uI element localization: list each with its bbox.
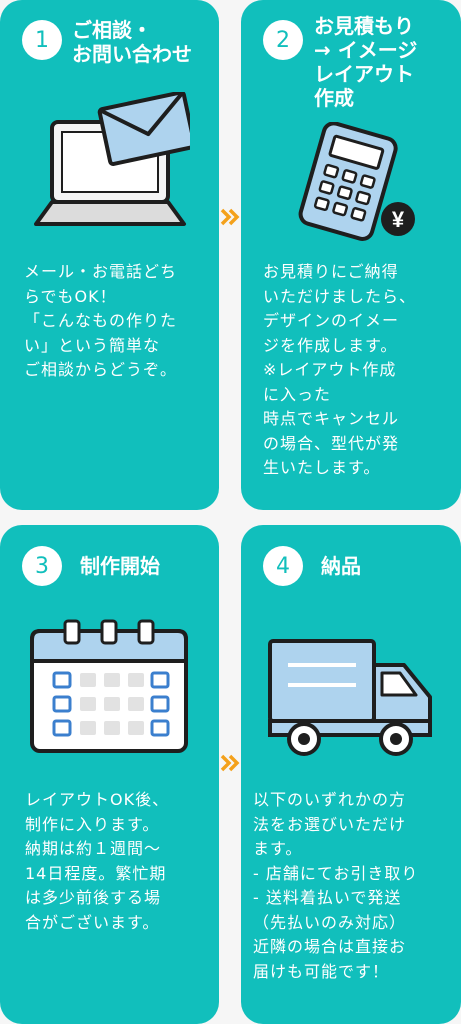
step-number-badge: 4 — [263, 546, 303, 586]
step-title: 納品 — [321, 554, 361, 578]
description-line: に入った — [263, 384, 332, 404]
description-line: いただけましたら、 — [263, 286, 417, 306]
description-line: は多少前後する場 — [25, 888, 162, 907]
description-line: レイアウトOK後、 — [25, 790, 170, 809]
description-line: ※レイアウト作成 — [263, 360, 397, 379]
description-line: デザインのイメー — [263, 311, 400, 330]
description-line: 生いたします。 — [263, 458, 381, 477]
description-line: らでもOK！ — [24, 286, 117, 306]
description-line: 制作に入ります。 — [25, 814, 160, 834]
description-line: の場合、型代が発 — [263, 433, 400, 453]
step-number-badge: 2 — [263, 20, 303, 60]
step-title-line: レイアウト — [314, 62, 414, 86]
step-title-line: 制作開始 — [80, 554, 160, 578]
description-line: 合がございます。 — [25, 912, 160, 932]
description-line: 14日程度。繁忙期 — [25, 863, 167, 883]
step-title-line: ご相談・ — [72, 18, 152, 42]
description-line: ジを作成します。 — [263, 335, 398, 355]
description-line: い」という簡単な — [24, 335, 161, 355]
step-title-line: 作成 — [314, 86, 354, 110]
description-line: 納期は約１週間〜 — [25, 839, 162, 858]
description-line: 時点でキャンセル — [263, 409, 400, 428]
description-line: お見積りにご納得 — [263, 262, 399, 281]
yen-symbol: ¥ — [392, 207, 405, 232]
calculator-icon: ¥ — [298, 122, 415, 241]
truck-icon — [268, 639, 432, 756]
step-description: レイアウトOK後、 制作に入ります。 納期は約１週間〜 14日程度。繁忙期 は多… — [25, 788, 169, 935]
step-card-2: 2 お見積もり → イメージ レイアウト 作成 ¥ お見積りにご納得 いただけま… — [241, 0, 461, 510]
step-title-line: お見積もり — [314, 14, 414, 38]
description-line: - 送料着払いで発送 — [253, 888, 402, 907]
description-line: 「こんなもの作りた — [24, 311, 178, 330]
step-title: お見積もり → イメージ レイアウト 作成 — [314, 14, 417, 110]
step-card-1: 1 ご相談・ お問い合わせ メール・お電話どち らでもOK！ 「こんなもの作りた… — [0, 0, 219, 510]
step-description: 以下のいずれかの方 法をお選びいただけ ます。 - 店舗にてお引き取り - 送料… — [253, 788, 418, 984]
description-line: 法をお選びいただけ — [253, 814, 407, 834]
step-title-line: お問い合わせ — [72, 42, 192, 66]
step-title-line: 納品 — [321, 554, 361, 578]
step-title-line: → イメージ — [314, 38, 418, 62]
chevron-right-icon — [220, 208, 240, 226]
calendar-icon — [30, 619, 188, 753]
step-card-4: 4 納品 以下のいずれかの方 法をお選びいただけ ます。 - 店舗にてお引き取り… — [241, 525, 461, 1024]
step-description: メール・お電話どち らでもOK！ 「こんなもの作りた い」という簡単な ご相談か… — [24, 260, 177, 383]
description-line: （先払いのみ対応） — [253, 912, 407, 932]
step-title: 制作開始 — [80, 554, 160, 578]
step-number-badge: 1 — [22, 20, 62, 60]
step-number-badge: 3 — [22, 546, 62, 586]
chevron-right-icon — [220, 754, 240, 772]
description-line: メール・お電話どち — [24, 262, 178, 281]
description-line: 以下のいずれかの方 — [253, 790, 407, 809]
step-title: ご相談・ お問い合わせ — [72, 18, 192, 66]
description-line: ご相談からどうぞ。 — [24, 360, 178, 379]
step-description: お見積りにご納得 いただけましたら、 デザインのイメー ジを作成します。 ※レイ… — [263, 260, 416, 481]
description-line: 近隣の場合は直接お — [253, 937, 407, 956]
description-line: ます。 — [253, 839, 303, 858]
description-line: 届けも可能です！ — [253, 961, 390, 981]
laptop-mail-icon — [34, 92, 190, 226]
description-line: - 店舗にてお引き取り — [253, 863, 419, 883]
step-card-3: 3 制作開始 レイアウトOK後、 制作に入ります。 納期は約１週間〜 14日程度… — [0, 525, 219, 1024]
